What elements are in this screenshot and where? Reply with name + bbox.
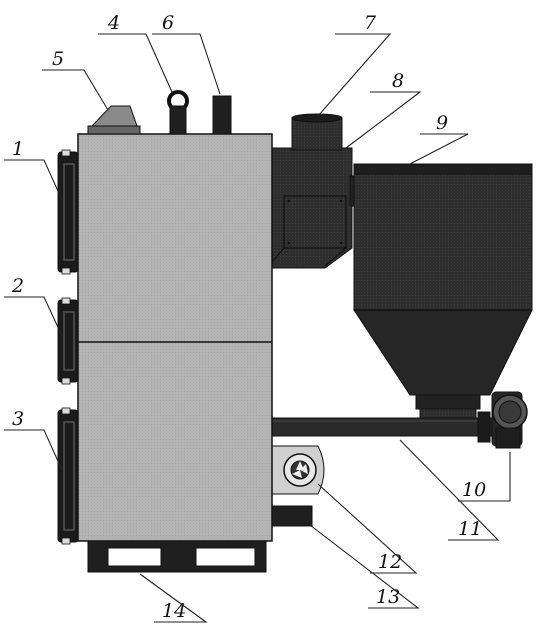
vent-cap bbox=[87, 105, 141, 135]
callout-1: 1 bbox=[12, 138, 24, 160]
callout-3: 3 bbox=[12, 408, 24, 430]
blower-fan bbox=[269, 445, 325, 495]
callout-labels: 1 2 3 4 5 6 7 8 9 10 11 12 13 14 bbox=[11, 12, 486, 622]
door-upper bbox=[57, 149, 79, 275]
callout-8: 8 bbox=[392, 70, 404, 92]
door-middle bbox=[57, 297, 79, 385]
top-pipe bbox=[212, 95, 232, 135]
callout-2: 2 bbox=[11, 275, 24, 297]
callout-7: 7 bbox=[364, 12, 377, 34]
auger-feeder bbox=[269, 411, 493, 443]
pellet-hopper bbox=[353, 163, 533, 436]
burner-housing bbox=[271, 147, 353, 269]
callout-9: 9 bbox=[436, 112, 448, 134]
callout-12: 12 bbox=[378, 551, 402, 573]
door-lower bbox=[57, 407, 79, 545]
leader-lines bbox=[4, 33, 511, 623]
callout-5: 5 bbox=[52, 48, 64, 70]
callout-13: 13 bbox=[376, 586, 400, 608]
bottom-pipe bbox=[269, 505, 313, 527]
flue-outlet bbox=[291, 113, 343, 151]
lifting-eye bbox=[167, 90, 189, 135]
callout-4: 4 bbox=[107, 12, 120, 34]
auger-motor bbox=[491, 391, 528, 449]
callout-6: 6 bbox=[162, 12, 174, 34]
callout-11: 11 bbox=[458, 518, 482, 540]
callout-10: 10 bbox=[462, 479, 486, 501]
boiler-body bbox=[77, 133, 273, 542]
callout-14: 14 bbox=[162, 600, 186, 622]
boiler-base bbox=[87, 540, 267, 573]
